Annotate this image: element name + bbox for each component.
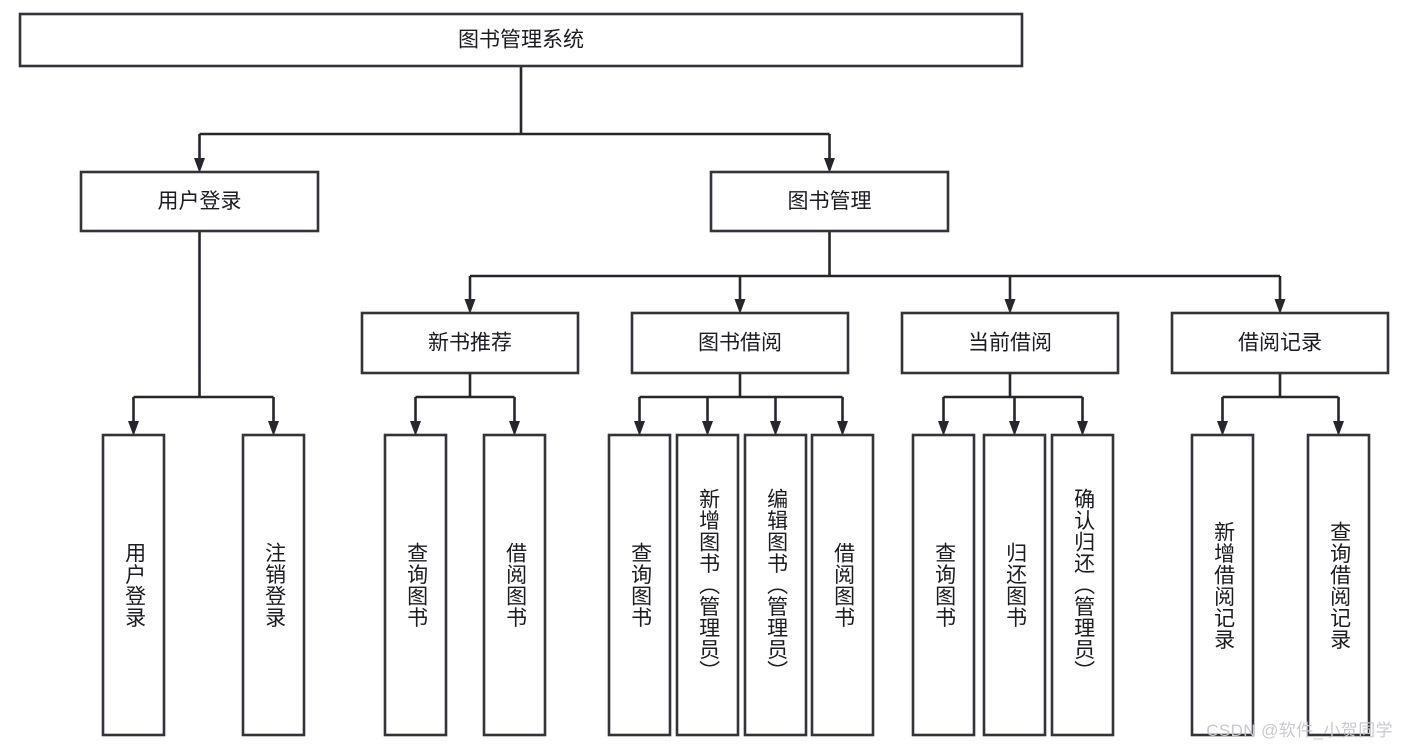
node-leaf-query-book-3[interactable] (911, 433, 976, 737)
node-book-manage[interactable]: 图书管理 (709, 170, 950, 233)
node-leaf-edit-book[interactable] (743, 433, 808, 737)
node-box (900, 311, 1120, 375)
arrow-head-icon (464, 299, 476, 314)
node-leaf-logout[interactable] (241, 433, 306, 737)
node-box (79, 170, 320, 233)
node-leaf-return-book[interactable] (982, 433, 1047, 737)
arrow-head-icon (1009, 421, 1020, 436)
node-leaf-borrow-book-2[interactable] (810, 433, 875, 737)
node-box (810, 433, 875, 737)
arrow-head-icon (734, 299, 746, 314)
node-label: 用户登录 (158, 190, 242, 213)
node-box (630, 311, 850, 375)
node-leaf-confirm-return[interactable] (1050, 433, 1115, 737)
node-current-borrow[interactable]: 当前借阅 (900, 311, 1120, 375)
node-new-book-rec[interactable]: 新书推荐 (360, 311, 580, 375)
node-box (360, 311, 580, 375)
node-leaf-borrow-book-1[interactable] (482, 433, 547, 737)
arrow-head-icon (824, 158, 835, 173)
arrow-head-icon (634, 421, 645, 436)
arrow-head-icon (194, 158, 205, 173)
connector-layer (128, 66, 1344, 436)
node-root[interactable]: 图书管理系统 (18, 12, 1024, 68)
node-box (1170, 311, 1390, 375)
arrow-head-icon (770, 421, 781, 436)
node-box (1190, 433, 1255, 737)
arrow-head-icon (938, 421, 949, 436)
node-label: 当前借阅 (968, 332, 1052, 355)
node-label: 借阅记录 (1238, 332, 1322, 355)
node-box (101, 433, 166, 737)
arrow-head-icon (410, 421, 421, 436)
node-leaf-query-record[interactable] (1306, 433, 1371, 737)
node-leaf-add-record[interactable] (1190, 433, 1255, 737)
node-box (383, 433, 448, 737)
arrow-head-icon (1004, 299, 1016, 314)
arrow-head-icon (509, 421, 520, 436)
node-box (1050, 433, 1115, 737)
arrow-head-icon (1274, 299, 1286, 314)
arrow-head-icon (702, 421, 713, 436)
arrow-head-icon (268, 421, 279, 436)
node-box (743, 433, 808, 737)
watermark-text: CSDN @软件_小贺同学 (1206, 721, 1393, 740)
arrow-head-icon (837, 421, 848, 436)
node-user-login[interactable]: 用户登录 (79, 170, 320, 233)
node-label: 图书管理系统 (458, 29, 584, 52)
node-leaf-query-book-1[interactable] (383, 433, 448, 737)
node-leaf-query-book-2[interactable] (607, 433, 672, 737)
node-label: 新书推荐 (428, 332, 512, 355)
arrow-head-icon (1217, 421, 1228, 436)
node-label: 图书借阅 (698, 332, 782, 355)
node-box (911, 433, 976, 737)
node-leaf-user-login[interactable] (101, 433, 166, 737)
node-box (709, 170, 950, 233)
node-book-borrow[interactable]: 图书借阅 (630, 311, 850, 375)
node-box (241, 433, 306, 737)
arrow-head-icon (1333, 421, 1344, 436)
node-box (675, 433, 740, 737)
node-box (1306, 433, 1371, 737)
node-label: 图书管理 (788, 190, 872, 213)
node-box (607, 433, 672, 737)
arrow-head-icon (128, 421, 139, 436)
node-box (982, 433, 1047, 737)
node-leaf-add-book[interactable] (675, 433, 740, 737)
node-box (482, 433, 547, 737)
node-box (18, 12, 1024, 68)
arrow-head-icon (1077, 421, 1088, 436)
node-borrow-record[interactable]: 借阅记录 (1170, 311, 1390, 375)
